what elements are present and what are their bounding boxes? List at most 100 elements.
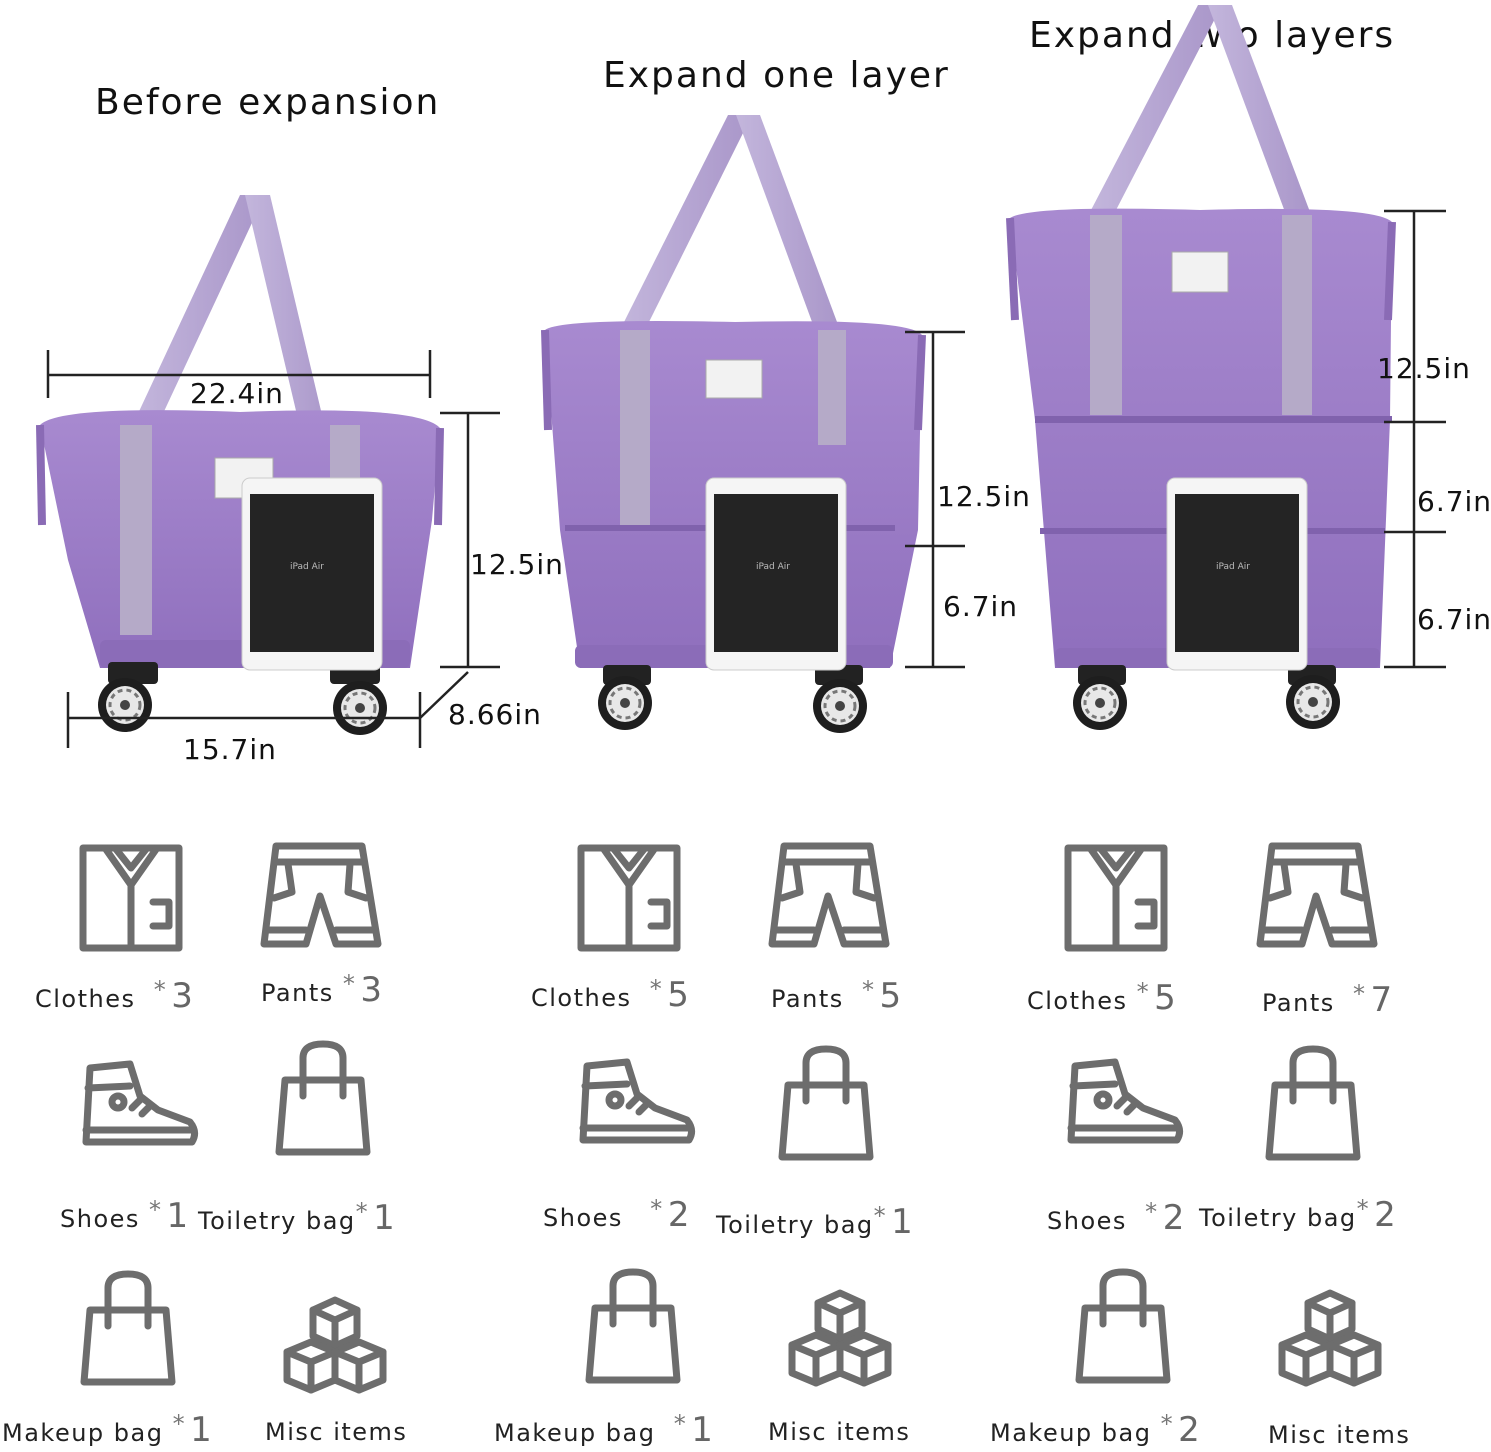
brand-patch (1171, 251, 1229, 293)
bag-one-layer (541, 115, 926, 735)
item-toiletry: Toiletry bag*2 (1199, 1195, 1397, 1235)
multiply-glyph: * (1136, 978, 1151, 1006)
item-label-text: Toiletry bag (1199, 1204, 1357, 1232)
item-label-text: Makeup bag (2, 1419, 164, 1447)
item-count: 3 (360, 970, 384, 1010)
shirt-icon (75, 840, 190, 958)
item-count: 2 (1162, 1198, 1186, 1238)
dim-height-layer-2: 6.7in (1417, 603, 1491, 636)
item-clothes: Clothes *3 (35, 976, 194, 1016)
wheel-icon (811, 677, 869, 735)
tablet-text: iPad Air (756, 562, 790, 572)
shirt-icon (1060, 840, 1175, 958)
dim-width-bottom: 15.7in (183, 733, 277, 766)
item-makeup: Makeup bag *1 (2, 1410, 213, 1450)
item-toiletry: Toiletry bag*1 (198, 1198, 396, 1238)
multiply-glyph: * (1136, 1198, 1159, 1226)
bag-strap-band-right (818, 330, 846, 445)
dim-height: 12.5in (470, 548, 564, 581)
tablet-screen (250, 494, 374, 652)
item-pants: Pants *3 (261, 970, 384, 1010)
multiply-glyph: * (1356, 1195, 1371, 1223)
wheel-icon (1071, 674, 1129, 732)
item-label-text: Makeup bag (990, 1419, 1152, 1447)
item-count: 2 (667, 1195, 691, 1235)
bag-handle-right (1208, 5, 1310, 212)
item-count: 1 (373, 1198, 397, 1238)
bag-strap-band-left (620, 330, 650, 525)
toiletry-bag-icon (275, 1040, 373, 1158)
multiply-glyph: * (355, 1198, 370, 1226)
bag-strap-band-left (120, 425, 152, 635)
makeup-bag-icon (1075, 1268, 1173, 1386)
item-count: 3 (171, 976, 195, 1016)
bag-strap-band-left (1090, 215, 1122, 415)
item-makeup: Makeup bag *1 (494, 1410, 714, 1450)
item-misc: Misc items (768, 1418, 910, 1446)
bag-handle-left (620, 115, 752, 330)
boxes-icon (283, 1282, 388, 1394)
item-label-text: Misc items (768, 1418, 911, 1446)
item-label-text: Clothes (35, 985, 136, 1013)
item-label-text: Shoes (1047, 1207, 1127, 1235)
item-count: 2 (1178, 1410, 1202, 1450)
item-shoes: Shoes *2 (543, 1195, 691, 1235)
tablet-text: iPad Air (1216, 562, 1250, 572)
makeup-bag-icon (80, 1270, 178, 1388)
wheel-icon (1284, 673, 1342, 731)
bag-strap-band-right (330, 425, 360, 485)
multiply-glyph: * (342, 970, 357, 998)
boot-icon (1065, 1058, 1187, 1148)
item-count: 2 (1374, 1195, 1398, 1235)
bag-strap-band-right (1282, 215, 1312, 415)
item-label-text: Toiletry bag (198, 1207, 356, 1235)
bag-handle-right (736, 115, 840, 330)
bag-handle-left (135, 195, 265, 420)
item-label-text: Clothes (1027, 987, 1128, 1015)
multiply-glyph: * (873, 1202, 888, 1230)
dim-height-layer: 6.7in (943, 590, 1019, 623)
pants-icon (770, 840, 890, 952)
item-count: 5 (667, 975, 691, 1015)
boxes-icon (788, 1275, 893, 1387)
boot-icon (80, 1060, 202, 1150)
item-shoes: Shoes *1 (60, 1196, 190, 1236)
boxes-icon (1278, 1275, 1383, 1387)
multiply-glyph: * (632, 1195, 664, 1223)
item-count: 1 (891, 1202, 915, 1242)
item-count: 1 (166, 1196, 190, 1236)
wheel-icon (596, 674, 654, 732)
makeup-bag-icon (585, 1268, 683, 1386)
item-count: 7 (1370, 980, 1394, 1020)
panel-title-before: Before expansion (95, 82, 441, 123)
dimension-lines (46, 209, 1446, 748)
item-misc: Misc items (1268, 1421, 1410, 1449)
multiply-glyph: * (655, 1410, 688, 1438)
item-label-text: Misc items (265, 1418, 408, 1446)
item-label-text: Pants (261, 979, 334, 1007)
item-shoes: Shoes *2 (1047, 1198, 1186, 1238)
multiply-glyph: * (149, 1196, 163, 1224)
wheel-icon (331, 679, 389, 737)
bag-before-expansion (36, 195, 444, 737)
item-label-text: Clothes (531, 984, 632, 1012)
bag-handle-left (1090, 5, 1222, 212)
item-makeup: Makeup bag *2 (990, 1410, 1201, 1450)
wheel-icon (96, 676, 154, 734)
item-clothes: Clothes *5 (1027, 978, 1177, 1018)
dim-height-top: 12.5in (937, 480, 1031, 513)
item-pants: Pants *5 (771, 976, 903, 1016)
toiletry-bag-icon (778, 1045, 876, 1163)
tablet-screen (1175, 494, 1299, 652)
dim-width-top: 22.4in (190, 377, 284, 410)
toiletry-bag-icon (1265, 1045, 1363, 1163)
item-clothes: Clothes *5 (531, 975, 690, 1015)
pants-icon (1258, 840, 1378, 952)
item-label-text: Pants (1262, 989, 1335, 1017)
bag-illustrations (36, 5, 1446, 748)
item-count: 5 (1154, 978, 1178, 1018)
multiply-glyph: * (1343, 980, 1367, 1008)
multiply-glyph: * (640, 975, 664, 1003)
shirt-icon (573, 840, 688, 958)
dim-depth: 8.66in (448, 698, 542, 731)
